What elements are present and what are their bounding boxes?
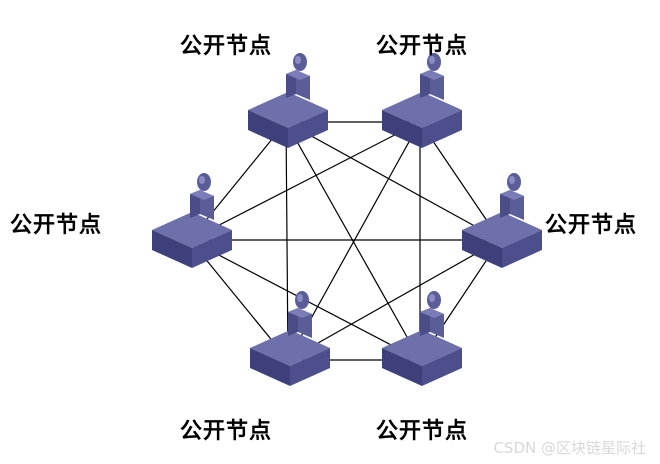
link-0-3 xyxy=(285,121,501,241)
computer-node-icon xyxy=(382,291,462,386)
link-0-5 xyxy=(285,121,421,361)
node-label: 公开节点 xyxy=(10,213,103,238)
node-label: 公开节点 xyxy=(180,419,273,444)
node-label: 公开节点 xyxy=(376,419,469,444)
mesh-nodes xyxy=(152,53,542,386)
link-0-4 xyxy=(285,121,289,361)
link-3-4 xyxy=(287,239,501,361)
computer-node-icon xyxy=(382,53,462,148)
node-label: 公开节点 xyxy=(545,213,638,238)
node-label: 公开节点 xyxy=(180,34,273,59)
node-label: 公开节点 xyxy=(376,34,469,59)
watermark: CSDN @区块链星际社 xyxy=(493,439,646,457)
mesh-links xyxy=(189,121,501,361)
link-1-2 xyxy=(189,121,421,241)
computer-node-icon xyxy=(462,173,542,268)
computer-node-icon xyxy=(248,53,328,148)
computer-node-icon xyxy=(152,173,232,268)
